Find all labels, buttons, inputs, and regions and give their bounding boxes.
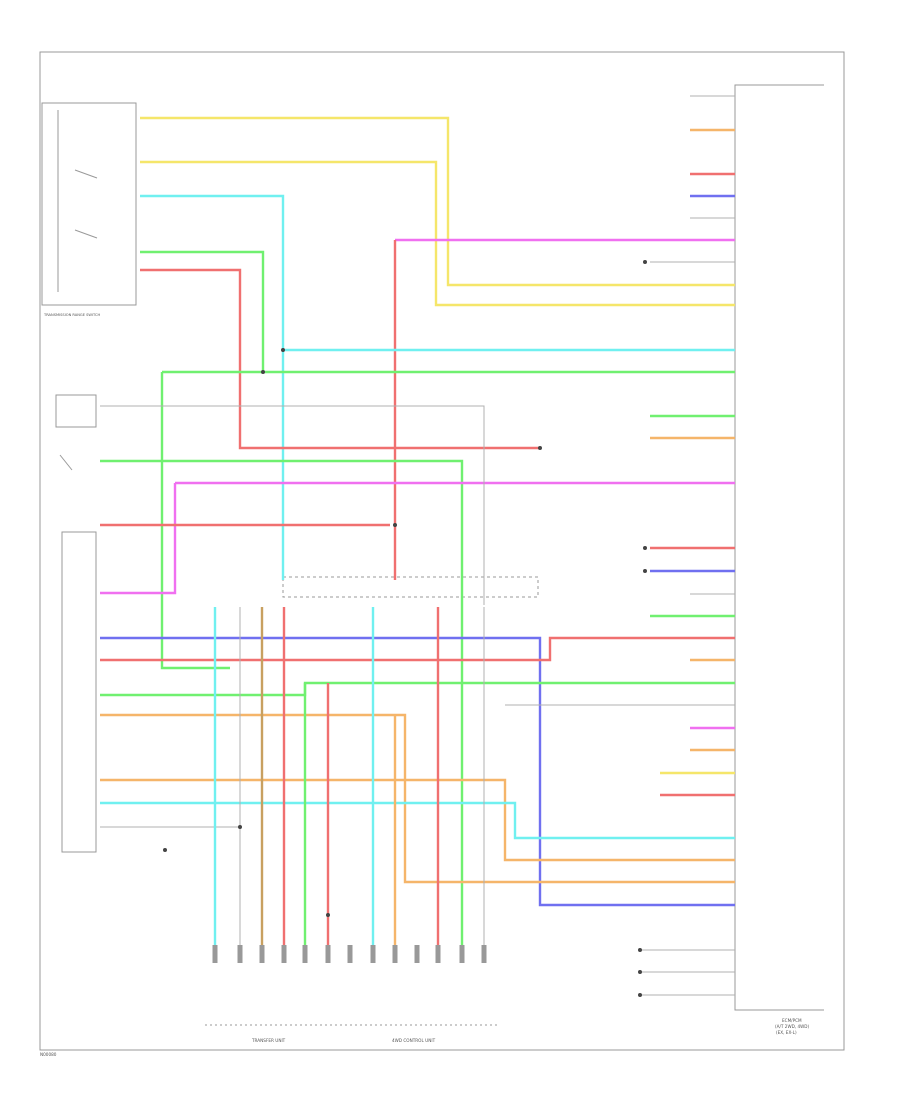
connector-pin-6 — [325, 945, 331, 963]
junction-dot-3 — [393, 523, 397, 527]
green-wire-1 — [140, 250, 265, 372]
bottom-label-transfer: TRANSFER UNIT — [251, 1038, 286, 1043]
connector-pin-10 — [414, 945, 420, 963]
yellow-wire-1 — [140, 116, 735, 287]
diagram-frame — [39, 51, 845, 1051]
green-wire-7 — [100, 681, 735, 697]
junction-dot-6 — [643, 260, 647, 264]
connector-pin-8 — [370, 945, 376, 963]
red-wire-1 — [140, 268, 540, 450]
control-unit-box — [61, 531, 97, 853]
junction-dot-11 — [638, 993, 642, 997]
junction-dot-8 — [643, 569, 647, 573]
junction-dot-2 — [261, 370, 265, 374]
wire-layer — [100, 95, 735, 996]
orange-wire-8 — [100, 713, 735, 884]
junction-dot-13 — [538, 446, 542, 450]
connector-pin-7 — [347, 945, 353, 963]
connector-pin-3 — [259, 945, 265, 963]
junction-dot-10 — [638, 970, 642, 974]
junction-layer — [163, 260, 647, 997]
figure-id: N00080 — [40, 1052, 57, 1057]
green-wire-4 — [100, 459, 464, 955]
ecm-label-1: ECM/PCM — [782, 1018, 802, 1023]
gray-wire-top — [100, 405, 485, 605]
junction-dot-12 — [163, 848, 167, 852]
red-wire-6 — [100, 636, 735, 662]
connector-pin-4 — [281, 945, 287, 963]
range-switch-box — [41, 102, 137, 306]
connector-pin-11 — [435, 945, 441, 963]
connector-pin-5 — [302, 945, 308, 963]
connector-pin-1 — [212, 945, 218, 963]
cyan-wire-1 — [140, 194, 285, 580]
junction-dot-1 — [281, 348, 285, 352]
junction-dot-4 — [238, 825, 242, 829]
junction-dot-9 — [638, 948, 642, 952]
yellow-wire-2 — [140, 160, 735, 307]
connector-pin-13 — [481, 945, 487, 963]
ecm-label-3: (EX, EX-L) — [776, 1030, 797, 1035]
connector-pin-2 — [237, 945, 243, 963]
range-switch-caption: TRANSMISSION RANGE SWITCH — [43, 313, 101, 317]
junction-dot-5 — [326, 913, 330, 917]
blue-wire-5 — [100, 636, 735, 907]
relay-switch — [59, 454, 73, 471]
bottom-label-4wd: 4WD CONTROL UNIT — [392, 1038, 436, 1043]
ecm-box — [734, 84, 824, 1011]
junction-dot-7 — [643, 546, 647, 550]
range-switch-contact-1 — [74, 169, 98, 179]
range-switch-contact-2 — [74, 229, 98, 239]
pin-layer — [212, 945, 487, 963]
connector-pin-12 — [459, 945, 465, 963]
relay-box — [55, 394, 97, 428]
pink-wire-left — [100, 483, 177, 595]
ecm-label-2: (A/T 2WD, 4WD) — [775, 1024, 810, 1029]
cyan-wire-11 — [100, 801, 735, 840]
orange-wire-11 — [100, 778, 735, 862]
green-wire-left — [160, 372, 230, 670]
lower-connector-box — [282, 576, 539, 598]
connector-pin-9 — [392, 945, 398, 963]
